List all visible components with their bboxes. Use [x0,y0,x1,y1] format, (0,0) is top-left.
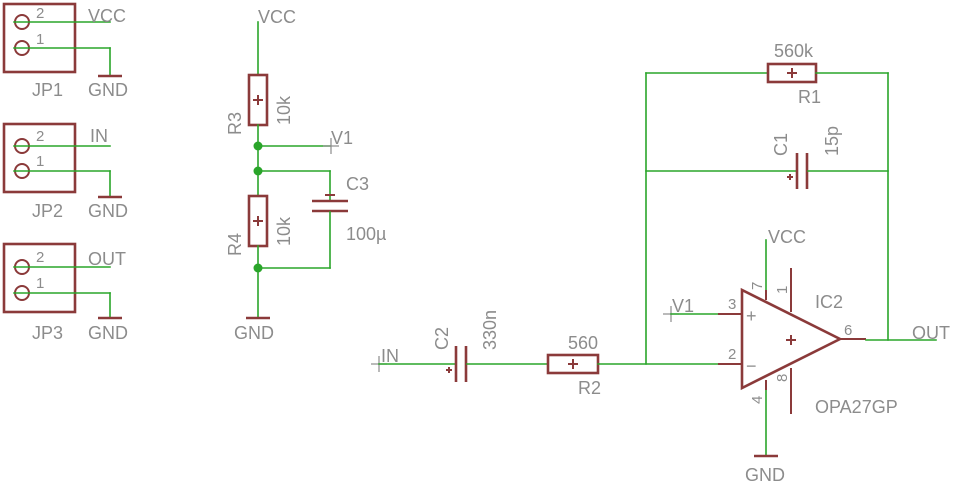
jp2-name: JP2 [32,201,63,221]
opamp-body [740,287,843,391]
junction-v1 [253,141,263,151]
in-net-label: IN [381,346,399,366]
ic-pin1: 1 [774,286,791,294]
ic-pin2: 2 [728,346,736,363]
ic-gnd-label: GND [745,465,785,485]
r2-name: R2 [578,378,601,398]
jp3-pin1-label: 1 [36,275,44,292]
ic-name: IC2 [815,292,843,312]
ic-vcc-label: VCC [768,227,806,247]
ic-part: OPA27GP [815,397,898,417]
feedback-network: 560k R1 C1 15p [645,41,889,365]
jp3-gnd-label: GND [88,323,128,343]
jp2-pin1-label: 1 [36,153,44,170]
jp2-pin2-label: 2 [36,128,44,145]
c1-value: 15p [822,126,842,156]
jp1-vcc-label: VCC [88,6,126,26]
jp2-gnd-label: GND [88,201,128,221]
jp1-pin1-label: 1 [36,31,44,48]
connector-jp1: 2 1 VCC GND JP1 [2,2,128,100]
ic-pin3: 3 [728,296,736,313]
jp1-pin2-label: 2 [36,5,44,22]
jp3-pin2-label: 2 [36,249,44,266]
jp3-out-label: OUT [88,249,126,269]
c3-value: 100µ [346,224,386,244]
jp3-body [2,242,77,314]
r3-value: 10k [274,95,294,125]
divider-gnd-label: GND [234,323,274,343]
c2-value: 330n [480,310,500,350]
c3-name: C3 [346,174,369,194]
jp3-name: JP3 [32,323,63,343]
ic-pin7: 7 [749,282,766,290]
ic-v1-label: V1 [672,296,694,316]
jp1-name: JP1 [32,80,63,100]
input-path: IN C2 330n 560 R2 [371,310,743,398]
ic-pin8: 8 [774,374,791,382]
v1-net-label: V1 [331,128,353,148]
ic-pin4: 4 [749,396,766,404]
ic-pin6: 6 [844,322,852,339]
voltage-divider: VCC R3 10k V1 C3 100µ R4 10k GND [225,7,386,343]
r4-name: R4 [225,233,245,256]
c2-name: C2 [432,327,452,350]
divider-vcc-label: VCC [258,7,296,27]
r4-value: 10k [274,216,294,246]
r2-value: 560 [568,333,598,353]
jp2-in-label: IN [90,126,108,146]
ic-out-label: OUT [912,323,950,343]
jp2-body [2,122,77,194]
connector-jp2: 2 1 IN GND JP2 [2,122,128,221]
r1-name: R1 [798,87,821,107]
c1-name: C1 [771,133,791,156]
jp1-body [2,2,77,74]
opamp-minus-sign: − [746,356,757,376]
opamp-ic2: VCC GND V1 + − OUT 3 2 7 4 1 8 6 IC2 OP [663,227,950,485]
jp1-gnd-label: GND [88,80,128,100]
junction-gnd [253,263,263,273]
r3-name: R3 [225,112,245,135]
connector-jp3: 2 1 OUT GND JP3 [2,242,128,343]
r1-value: 560k [774,41,814,61]
opamp-plus-sign: + [746,306,757,326]
